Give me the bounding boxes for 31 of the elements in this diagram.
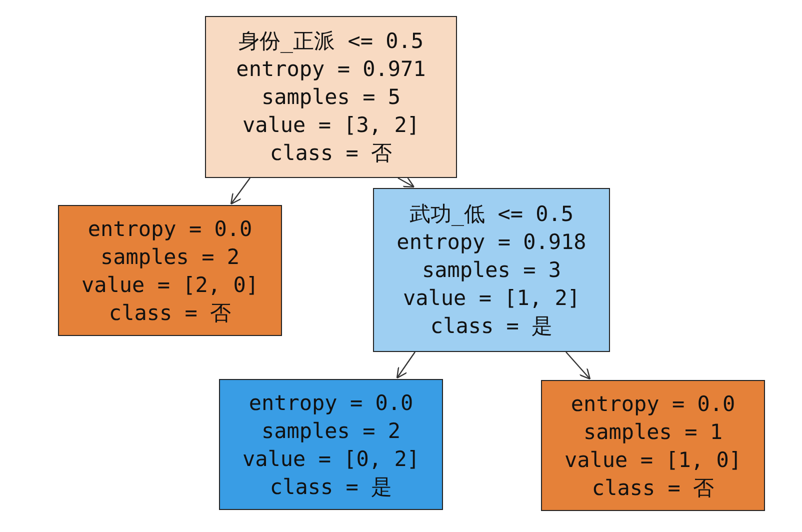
arrow — [396, 352, 416, 379]
node-text: class = 否 — [270, 140, 392, 167]
tree-node-box — [541, 380, 765, 511]
tree-node-box — [205, 16, 457, 178]
node-text: value = [2, 0] — [81, 272, 258, 298]
node-text: class = 是 — [270, 474, 392, 500]
node-text: value = [0, 2] — [242, 446, 420, 472]
node-text: entropy = 0.971 — [236, 56, 426, 83]
node-text: entropy = 0.0 — [88, 216, 252, 242]
node-text: samples = 2 — [100, 244, 240, 270]
node-text: value = [3, 2] — [242, 112, 420, 139]
node-text: entropy = 0.918 — [396, 229, 586, 256]
arrow — [566, 352, 591, 380]
node-text: value = [1, 0] — [564, 446, 742, 474]
node-text: value = [1, 2] — [402, 285, 580, 312]
tree-node-box — [373, 188, 610, 352]
node-text: samples = 1 — [583, 418, 723, 446]
node-text: samples = 5 — [261, 84, 401, 111]
node-text: class = 是 — [430, 313, 553, 340]
node-text: 武功_低 <= 0.5 — [409, 201, 574, 228]
arrow — [230, 178, 250, 205]
tree-node-box — [58, 205, 282, 336]
tree-node-box — [219, 379, 443, 510]
node-text: samples = 2 — [261, 418, 401, 444]
node-text: entropy = 0.0 — [248, 390, 414, 416]
arrow — [398, 177, 415, 188]
node-text: class = 否 — [592, 474, 714, 502]
node-text: class = 否 — [108, 300, 232, 326]
node-text: 身份_正派 <= 0.5 — [238, 28, 424, 55]
node-text: entropy = 0.0 — [570, 390, 736, 418]
node-text: samples = 3 — [422, 257, 562, 284]
